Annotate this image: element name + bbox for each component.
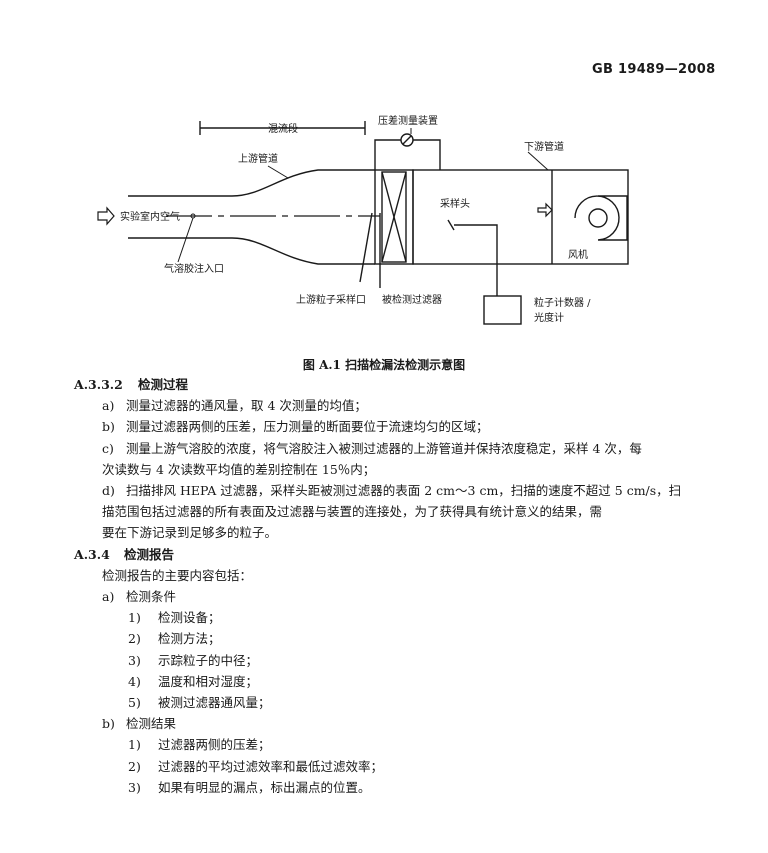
a332-item-3-text: 扫描排风 HEPA 过滤器，采样头距被测过滤器的表面 2 cm～3 cm，扫描的… [126, 483, 682, 498]
heading-a332-marker: A.3.3.2 [74, 377, 123, 392]
a332-item-3-line-1: 描范围包括过滤器的所有表面及过滤器与装置的连接处，为了获得具有统计意义的结果，需 [102, 503, 602, 521]
downstream-duct [412, 169, 629, 265]
label-aerosol-inlet: 气溶胶注入口 [164, 262, 224, 275]
a34-group-1-item-0-marker: 1) [128, 737, 141, 753]
fan-housing [574, 195, 628, 241]
a34-group-0-item-2: 3) 示踪粒子的中径； [128, 652, 258, 670]
a34-group-0-item-3-marker: 4) [128, 673, 141, 689]
heading-a34-text: 检测报告 [124, 546, 175, 562]
a34-group-1-item-2-text: 如果有明显的漏点，标出漏点的位置。 [158, 779, 371, 795]
inlet-pipe-bottom [128, 237, 375, 265]
a34-group-0-item-0-text: 检测设备； [158, 610, 221, 626]
a34-group-0-item-3: 4) 温度和相对湿度； [128, 673, 258, 691]
label-mixing-section: 混流段 [268, 122, 298, 135]
a34-group-0: a) 检测条件 [102, 588, 176, 606]
a34-group-1-item-0-text: 过滤器两侧的压差； [158, 737, 271, 753]
a34-group-0-item-1: 2) 检测方法； [128, 630, 221, 648]
a34-group-1-text: 检测结果 [126, 716, 177, 732]
heading-a34-marker: A.3.4 [74, 546, 110, 562]
a34-group-0-item-4-marker: 5) [128, 695, 141, 710]
a332-item-3: d) 扫描排风 HEPA 过滤器，采样头距被测过滤器的表面 2 cm～3 cm，扫… [102, 482, 681, 500]
label-pressure-device: 压差测量装置 [378, 114, 438, 127]
label-upstream-duct: 上游管道 [238, 152, 278, 165]
a34-group-1-item-2: 3) 如果有明显的漏点，标出漏点的位置。 [128, 779, 371, 797]
fan-hub [588, 208, 608, 228]
scan-leak-test-diagram: 混流段 压差测量装置 上游管道 下游管道 实验室内空气 气溶胶注入口 采样头 风… [97, 114, 629, 325]
a34-group-1-item-1: 2) 过滤器的平均过滤效率和最低过滤效率； [128, 758, 383, 776]
probe-tube [454, 224, 498, 296]
a332-item-3-line-1-text: 描范围包括过滤器的所有表面及过滤器与装置的连接处，为了获得具有统计意义的结果，需 [102, 504, 603, 520]
label-room-air: 实验室内空气 [120, 210, 180, 223]
a332-item-3-marker: d) [102, 483, 115, 498]
a34-group-1-item-0: 1) 过滤器两侧的压差； [128, 736, 271, 754]
a332-item-1-marker: b) [102, 419, 115, 435]
label-probe: 采样头 [440, 197, 470, 210]
label-fan: 风机 [568, 248, 588, 261]
a34-group-0-item-4: 5) 被测过滤器通风量； [128, 694, 271, 712]
a332-item-1: b) 测量过滤器两侧的压差，压力测量的断面要位于流速均匀的区域； [102, 418, 489, 436]
a34-group-0-text: 检测条件 [126, 589, 177, 604]
a34-group-1-marker: b) [102, 716, 115, 732]
label-tested-filter: 被检测过滤器 [382, 293, 442, 306]
particle-counter-box [483, 295, 522, 325]
a34-group-0-item-1-text: 检测方法； [158, 631, 221, 647]
a332-item-2-line-1: 次读数与 4 次读数平均值的差别控制在 15％内； [102, 461, 375, 479]
a332-item-2-marker: c) [102, 440, 114, 456]
inlet-pipe-top [128, 169, 375, 197]
a332-item-1-text: 测量过滤器两侧的压差，压力测量的断面要位于流速均匀的区域； [126, 419, 489, 435]
flow-arrow-icon [537, 202, 553, 218]
a34-group-1: b) 检测结果 [102, 715, 176, 733]
a332-item-0-marker: a) [102, 398, 115, 414]
label-upstream-port: 上游粒子采样口 [296, 293, 366, 306]
label-downstream-duct: 下游管道 [524, 140, 564, 153]
label-counter-line2: 光度计 [534, 311, 564, 324]
heading-a34: A.3.4 检测报告 [74, 546, 174, 564]
a34-group-0-item-1-marker: 2) [128, 631, 141, 647]
a34-group-0-marker: a) [102, 589, 115, 604]
inlet-arrow-icon [97, 206, 115, 226]
a332-item-3-line-2: 要在下游记录到足够多的粒子。 [102, 524, 277, 542]
a332-item-3-line-2-text: 要在下游记录到足够多的粒子。 [102, 525, 278, 541]
a332-item-0-text: 测量过滤器的通风量，取 4 次测量的均值； [126, 398, 367, 414]
a34-group-0-item-4-text: 被测过滤器通风量； [158, 695, 271, 710]
standard-code: GB 19489—2008 [592, 62, 716, 77]
a34-group-0-item-2-marker: 3) [128, 652, 141, 668]
a34-group-1-item-1-text: 过滤器的平均过滤效率和最低过滤效率； [158, 758, 384, 774]
a34-group-0-item-0: 1) 检测设备； [128, 609, 221, 627]
heading-a332: A.3.3.2 检测过程 [74, 376, 188, 394]
a34-intro-text: 检测报告的主要内容包括： [102, 567, 253, 583]
a332-item-2-text: 测量上游气溶胶的浓度，将气溶胶注入被测过滤器的上游管道并保持浓度稳定，采样 4 … [126, 440, 642, 456]
probe-head [447, 219, 455, 231]
upstream-port-line [359, 212, 373, 283]
a332-item-2-line-1-text: 次读数与 4 次读数平均值的差别控制在 15％内； [102, 461, 376, 477]
heading-a332-text: 检测过程 [138, 377, 189, 392]
figure-caption: 图 A.1 扫描检漏法检测示意图 [302, 358, 466, 372]
label-counter-line1: 粒子计数器 / [534, 296, 591, 309]
a34-group-1-item-2-marker: 3) [128, 779, 141, 795]
a332-item-2: c) 测量上游气溶胶的浓度，将气溶胶注入被测过滤器的上游管道并保持浓度稳定，采样 … [102, 440, 642, 458]
a34-group-1-item-1-marker: 2) [128, 758, 141, 774]
a34-group-0-item-2-text: 示踪粒子的中径； [158, 652, 259, 668]
a332-item-0: a) 测量过滤器的通风量，取 4 次测量的均值； [102, 397, 367, 415]
a34-group-0-item-3-text: 温度和相对湿度； [158, 673, 259, 689]
a34-group-0-item-0-marker: 1) [128, 610, 141, 626]
filter-element [381, 171, 407, 263]
a34-intro: 检测报告的主要内容包括： [102, 567, 252, 585]
